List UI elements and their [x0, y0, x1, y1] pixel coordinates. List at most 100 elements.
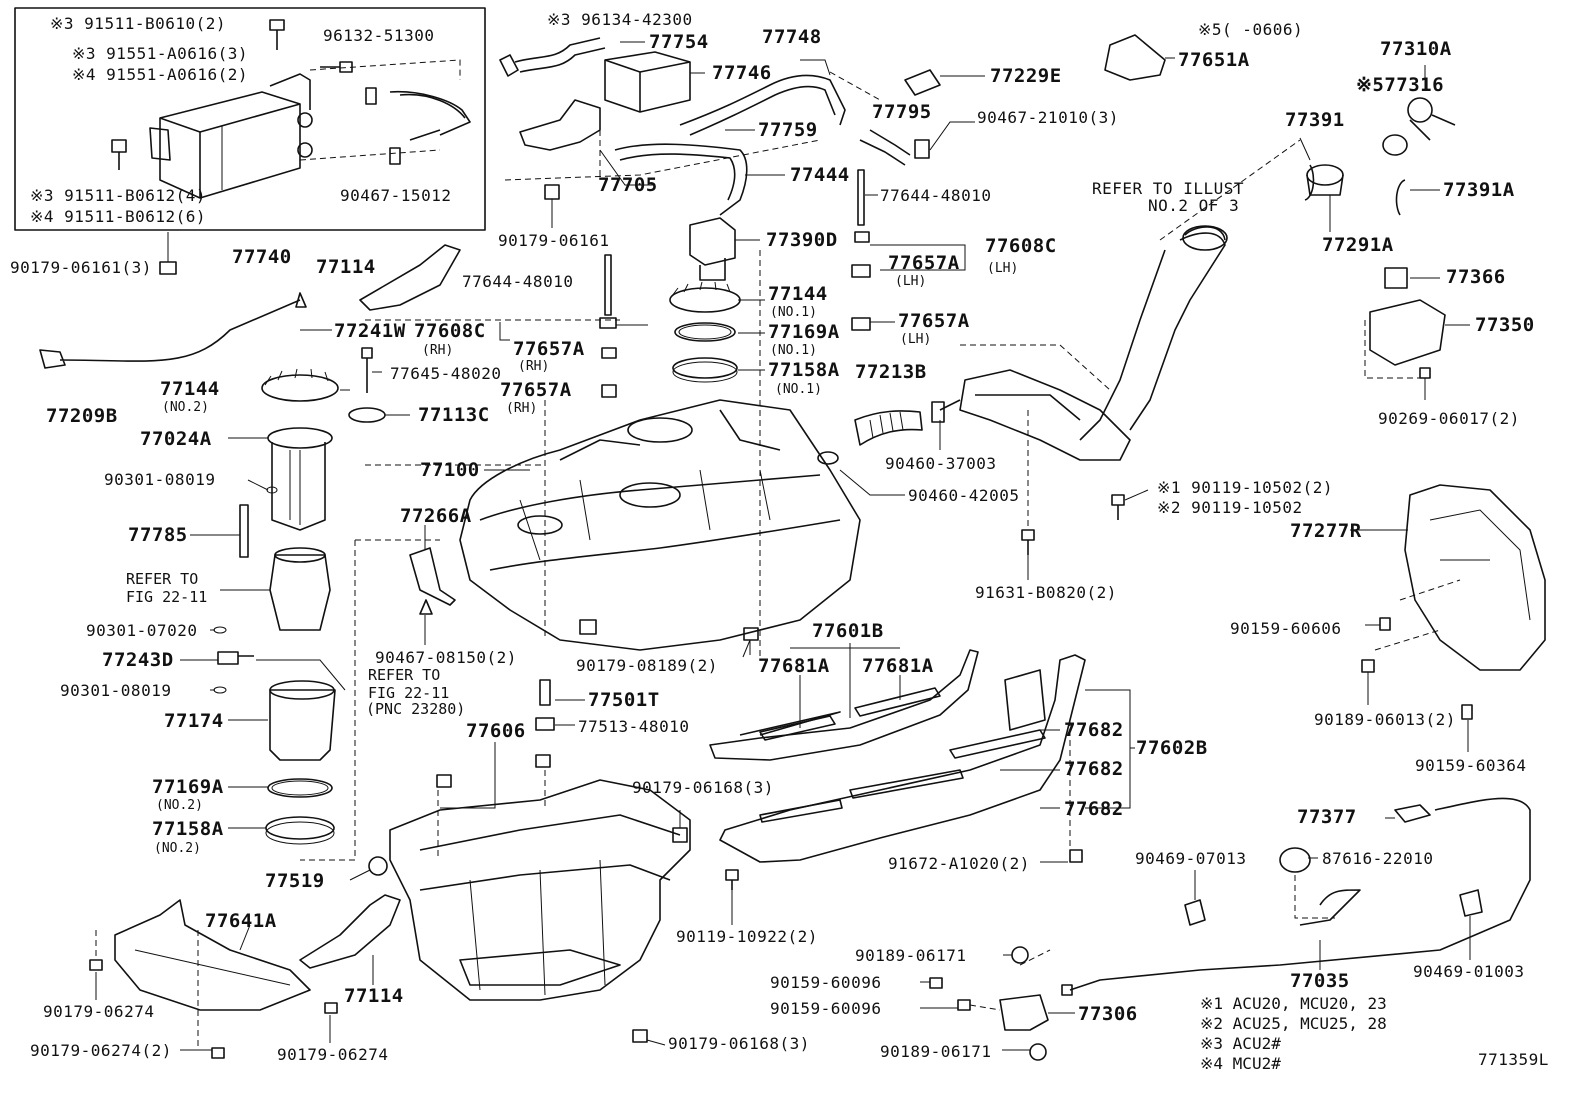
label-90460-42005: 90460-42005: [908, 486, 1020, 505]
label-90301-08019-a: 90301-08019: [104, 470, 216, 489]
canister-hose: [389, 90, 471, 136]
label-77035: 77035: [1290, 970, 1350, 992]
screw-90159-60364: [1461, 704, 1473, 720]
protector-77651A: [1104, 34, 1166, 81]
legend-note-2: ※2 ACU25, MCU25, 28: [1200, 1014, 1387, 1033]
fuel-pump: [269, 554, 331, 631]
label-91631-B0820: 91631-B0820(2): [975, 583, 1117, 602]
pad-77682-1: [949, 729, 1046, 759]
nut-90179-06168-a: [672, 827, 688, 843]
vent-hose-77754: [499, 37, 606, 77]
label-90179-06161-3: 90179-06161(3): [10, 258, 152, 277]
fitting-77243D: [217, 651, 254, 665]
label-77209B: 77209B: [46, 405, 118, 427]
fuel-tank-77100: [459, 399, 861, 651]
label-77377: 77377: [1297, 806, 1357, 828]
label-refer-illust: REFER TO ILLUST: [1092, 179, 1244, 198]
label-90119-10502-2: ※1 90119-10502(2): [1157, 478, 1334, 497]
label-77681A-1: 77681A: [758, 655, 830, 677]
legend-note-1: ※1 ACU20, MCU20, 23: [1200, 994, 1387, 1013]
pump-plate-77024A: [267, 427, 333, 449]
label-77705: 77705: [598, 174, 658, 196]
label-77795: 77795: [872, 101, 932, 123]
screw-90159-60096-a: [929, 977, 943, 989]
label-77644-48010-a: 77644-48010: [880, 186, 992, 205]
bracket-77266A: [409, 547, 456, 606]
fuel-cutoff-valve-77390D: [689, 217, 736, 281]
protector-77114-top: [359, 244, 461, 311]
filler-pipe-cap-77291A: [1306, 164, 1344, 196]
label-90189-06171-b: 90189-06171: [880, 1042, 992, 1061]
diagram-code: 771359L: [1478, 1050, 1549, 1069]
bolt-77645-48020: [361, 347, 373, 393]
screw-90269-06017: [1419, 367, 1431, 379]
label-90469-01003: 90469-01003: [1413, 962, 1525, 981]
label-96132-51300: 96132-51300: [323, 26, 435, 45]
fuel-pump-assembly: [213, 292, 339, 845]
label-77158A-no1: 77158A: [768, 359, 840, 381]
cushion-77606-b: [535, 754, 551, 768]
label-77158A-no2: 77158A: [152, 818, 224, 840]
label-77266A: 77266A: [400, 505, 472, 527]
label-77754: 77754: [649, 31, 709, 53]
legend-note-4: ※4 MCU2#: [1200, 1054, 1281, 1073]
label-91511-B0612-4: ※3 91511-B0612(4): [30, 186, 207, 205]
clip-90469-01003: [1459, 889, 1483, 917]
tank-band-77601B: [709, 649, 979, 761]
label-rh-3: (RH): [506, 401, 538, 416]
cushion-77113C: [348, 407, 386, 423]
label-96134-42300: ※3 96134-42300: [547, 10, 693, 29]
plate-77158A-no1: [672, 357, 738, 379]
stud-77501T: [539, 679, 551, 706]
ring-77391A: [1395, 179, 1406, 216]
grommet-77519: [368, 856, 388, 876]
label-77657A-lh-1: 77657A: [888, 252, 960, 274]
clip-90179-06274-b: [324, 1002, 338, 1014]
label-90179-06168-3b: 90179-06168(3): [668, 1034, 810, 1053]
nut-90179-06168-b: [632, 1029, 648, 1043]
label-77602B: 77602B: [1136, 737, 1208, 759]
bolt-90119-10502: [1111, 494, 1125, 520]
label-77391: 77391: [1285, 109, 1345, 131]
label-77657A-rh-2: 77657A: [500, 379, 572, 401]
fuel-cap-77310A: [1382, 97, 1456, 156]
label-refer-fig-2b: FIG 22-11: [368, 684, 450, 702]
sender-77785: [239, 504, 249, 558]
label-no1-a: (NO.1): [770, 305, 817, 320]
leader-lines: [95, 41, 1471, 1051]
clip-90189-06171-a: [1011, 946, 1029, 964]
bracket-77306: [999, 994, 1049, 1031]
label-77657A-lh-2: 77657A: [898, 310, 970, 332]
label-refer-illust-2: NO.2 OF 3: [1148, 196, 1240, 215]
protector-77641A: [114, 899, 311, 1011]
label-90467-08150: 90467-08150(2): [375, 648, 517, 667]
label-77746: 77746: [712, 62, 772, 84]
tank-protector-77606: [389, 754, 691, 1001]
grommet-90179-08189: [743, 627, 759, 641]
label-91551-A0616-2: ※4 91551-A0616(2): [72, 65, 249, 84]
label-77174: 77174: [164, 710, 224, 732]
label-77310A: 77310A: [1380, 38, 1452, 60]
label-77113C: 77113C: [418, 404, 490, 426]
gasket-77169A-no1: [674, 322, 736, 342]
nut-90179-06161: [544, 184, 560, 200]
clip-90467-21010: [914, 139, 930, 159]
cushion-77681A-2: [854, 687, 941, 717]
label-77651A: 77651A: [1178, 49, 1250, 71]
tank-band-77602B: [719, 654, 1086, 863]
label-refer-fig-1: REFER TO: [126, 570, 199, 588]
label-77213B: 77213B: [855, 361, 927, 383]
label-90119-10922: 90119-10922(2): [676, 927, 818, 946]
label-77100: 77100: [420, 459, 480, 481]
label-77606: 77606: [466, 720, 526, 742]
label-91551-A0616-3: ※3 91551-A0616(3): [72, 44, 249, 63]
label-77682-2: 77682: [1064, 758, 1124, 780]
label-90460-37003: 90460-37003: [885, 454, 997, 473]
clip-90467-08150: [419, 599, 433, 615]
hose-77444: [614, 143, 748, 216]
clamp-87616-22010: [1279, 847, 1311, 873]
label-77681A-2: 77681A: [862, 655, 934, 677]
pad-77682-3: [759, 799, 843, 823]
label-77306: 77306: [1078, 1003, 1138, 1025]
